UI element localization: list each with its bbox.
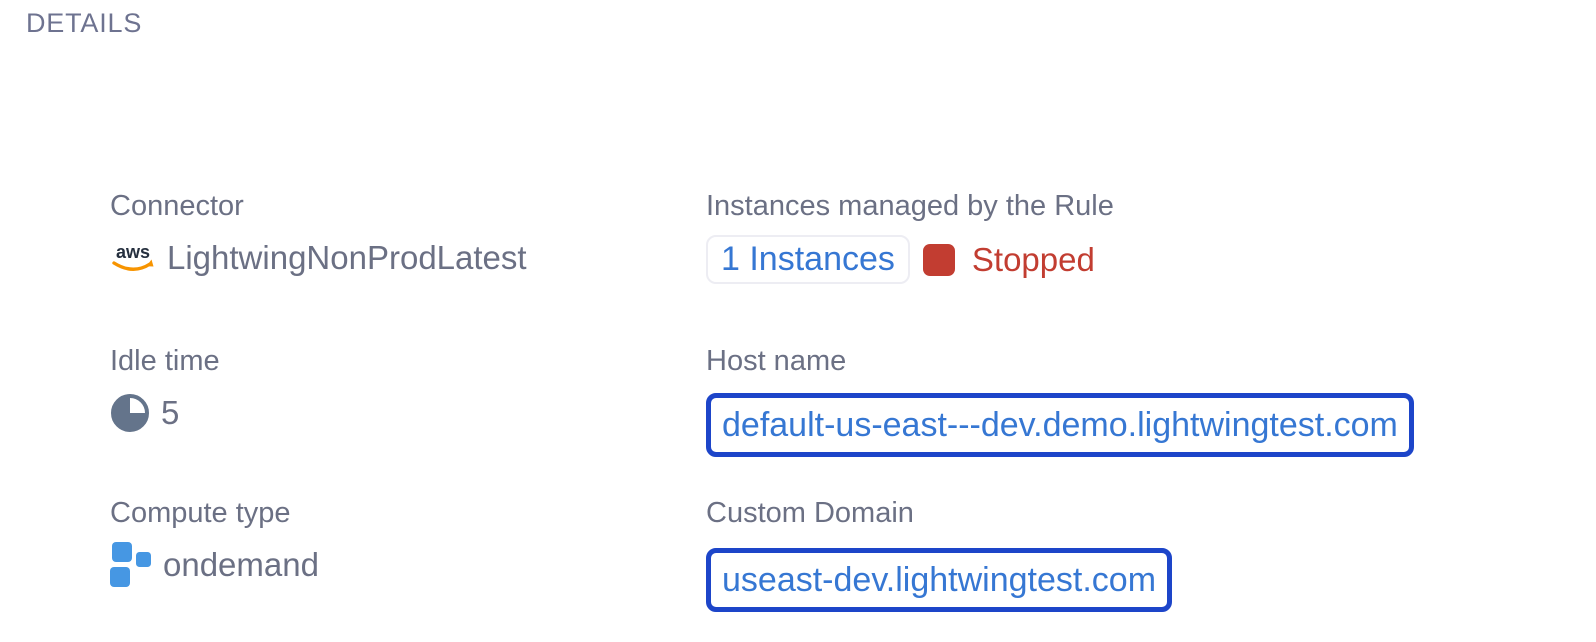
connector-value: LightwingNonProdLatest	[167, 239, 527, 276]
compute-type-label: Compute type	[110, 497, 291, 529]
field-connector: Connector aws LightwingNonProdLatest	[110, 190, 527, 281]
host-name-label: Host name	[706, 345, 847, 377]
idle-time-pie-icon	[110, 393, 150, 433]
connector-label: Connector	[110, 190, 244, 222]
field-idle-time: Idle time 5	[110, 345, 220, 436]
status-text: Stopped	[971, 240, 1095, 278]
stopped-status-icon	[922, 243, 955, 276]
panel-title: DETAILS	[26, 8, 143, 38]
instances-label: Instances managed by the Rule	[706, 190, 1114, 222]
field-compute-type: Compute type ondemand	[110, 497, 319, 588]
svg-text:aws: aws	[116, 242, 150, 262]
field-custom-domain: Custom Domain useast-dev.lightwingtest.c…	[706, 497, 1173, 612]
aws-logo-icon: aws	[110, 240, 156, 276]
custom-domain-label: Custom Domain	[706, 497, 914, 529]
compute-type-value: ondemand	[163, 546, 319, 583]
idle-time-value: 5	[161, 394, 180, 431]
host-name-link[interactable]: default-us-east---dev.demo.lightwingtest…	[706, 393, 1414, 457]
idle-time-label: Idle time	[110, 345, 220, 377]
instances-count-link[interactable]: 1 Instances	[706, 235, 910, 284]
compute-squares-icon	[110, 542, 152, 588]
field-host-name: Host name default-us-east---dev.demo.lig…	[706, 345, 1414, 457]
field-instances: Instances managed by the Rule 1 Instance…	[706, 190, 1114, 284]
custom-domain-link[interactable]: useast-dev.lightwingtest.com	[706, 548, 1173, 612]
